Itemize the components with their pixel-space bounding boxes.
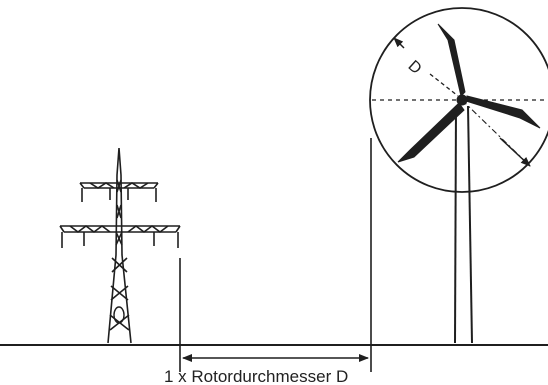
rotor-radius-arrow (393, 37, 405, 49)
rotor-lower-arrow (499, 137, 531, 167)
rotor-circle (369, 7, 548, 193)
wind-turbine-icon (369, 7, 548, 344)
distance-label: 1 x Rotordurchmesser D (164, 367, 348, 385)
rotor-radius-dash (429, 73, 459, 97)
rotor-diameter-label: D (405, 57, 425, 77)
pylon-icon (59, 147, 181, 344)
